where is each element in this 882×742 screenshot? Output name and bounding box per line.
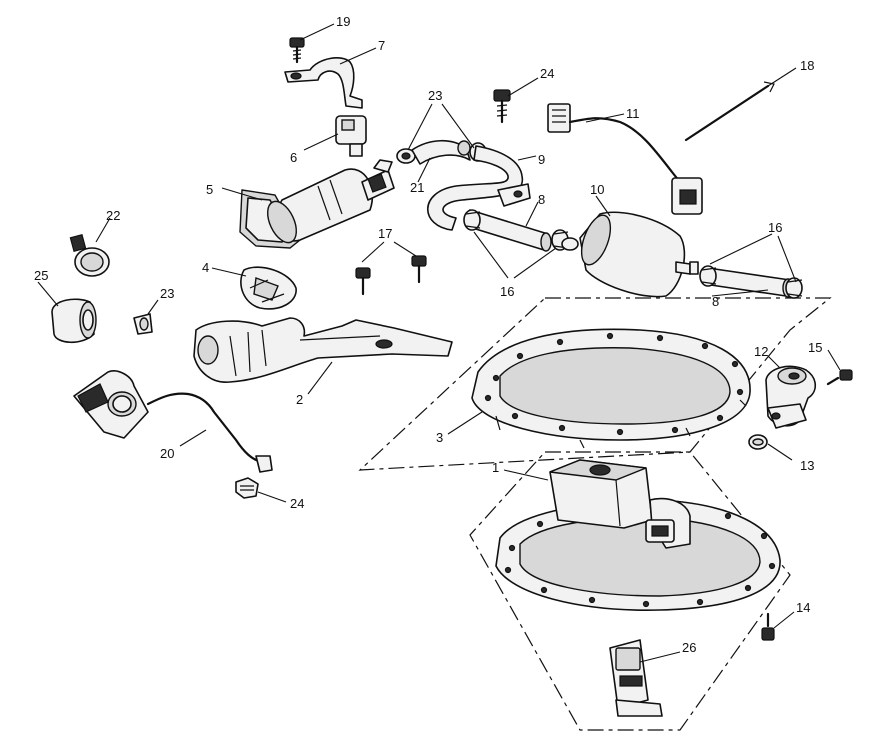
callout-4: 4 [202, 260, 209, 275]
part-12-pressure-regulator [765, 365, 817, 429]
callout-25: 25 [34, 268, 48, 283]
callout-16-left: 16 [500, 284, 514, 299]
part-17-bolts [355, 255, 427, 296]
part-9-fuel-hose [411, 139, 531, 231]
callout-23-top: 23 [428, 88, 442, 103]
callout-26: 26 [682, 640, 696, 655]
part-6-connector [335, 115, 367, 157]
callout-8-right: 8 [712, 294, 719, 309]
part-19-bolt [289, 37, 305, 64]
callout-16-right: 16 [768, 220, 782, 235]
callout-24-top: 24 [540, 66, 554, 81]
part-10-fuel-filter [561, 211, 699, 298]
callout-20: 20 [160, 446, 174, 461]
callout-17: 17 [378, 226, 392, 241]
callout-3: 3 [436, 430, 443, 445]
callout-23-small: 23 [160, 286, 174, 301]
part-20-level-sensor [73, 370, 273, 473]
part-16-clamps-right [699, 265, 803, 299]
part-23-small-clamp [133, 313, 153, 335]
callout-7: 7 [378, 38, 385, 53]
callout-19: 19 [336, 14, 350, 29]
callout-13: 13 [800, 458, 814, 473]
callout-12: 12 [754, 344, 768, 359]
part-8-hose-right [703, 267, 794, 298]
part-22-hose-clamp [69, 233, 110, 277]
assembly-boundary-lines [358, 297, 832, 731]
callout-14: 14 [796, 600, 810, 615]
leader-lines [37, 23, 841, 663]
part-24-nut-bottom [235, 477, 259, 499]
callout-8-top: 8 [538, 192, 545, 207]
part-13-o-ring [748, 434, 768, 450]
part-7-clamp-bracket [284, 57, 363, 109]
callout-11: 11 [626, 106, 640, 121]
callout-6: 6 [290, 150, 297, 165]
callout-5: 5 [206, 182, 213, 197]
part-2-reservoir-bracket [193, 317, 453, 383]
part-11-wiring-harness [547, 103, 703, 215]
callout-22: 22 [106, 208, 120, 223]
part-4-strainer [240, 266, 297, 310]
part-26-electrical-connector [609, 639, 663, 717]
callout-9: 9 [538, 152, 545, 167]
callout-1: 1 [492, 460, 499, 475]
part-1-fuel-pump-module [495, 459, 781, 611]
part-24-bolt-top [493, 89, 511, 124]
callout-10: 10 [590, 182, 604, 197]
callout-2: 2 [296, 392, 303, 407]
part-25-seal-ring [51, 298, 97, 344]
callout-15: 15 [808, 340, 822, 355]
part-5-fuel-pump [239, 159, 395, 249]
callout-24-bottom: 24 [290, 496, 304, 511]
callout-labels: 19 7 24 18 23 11 6 9 21 5 10 8 22 16 17 … [34, 14, 822, 655]
part-15-screw [826, 369, 853, 386]
part-18-tie-strap [684, 81, 775, 142]
callout-18: 18 [800, 58, 814, 73]
callout-21: 21 [410, 180, 424, 195]
part-3-gasket [471, 328, 751, 449]
part-14-screw [761, 612, 775, 641]
